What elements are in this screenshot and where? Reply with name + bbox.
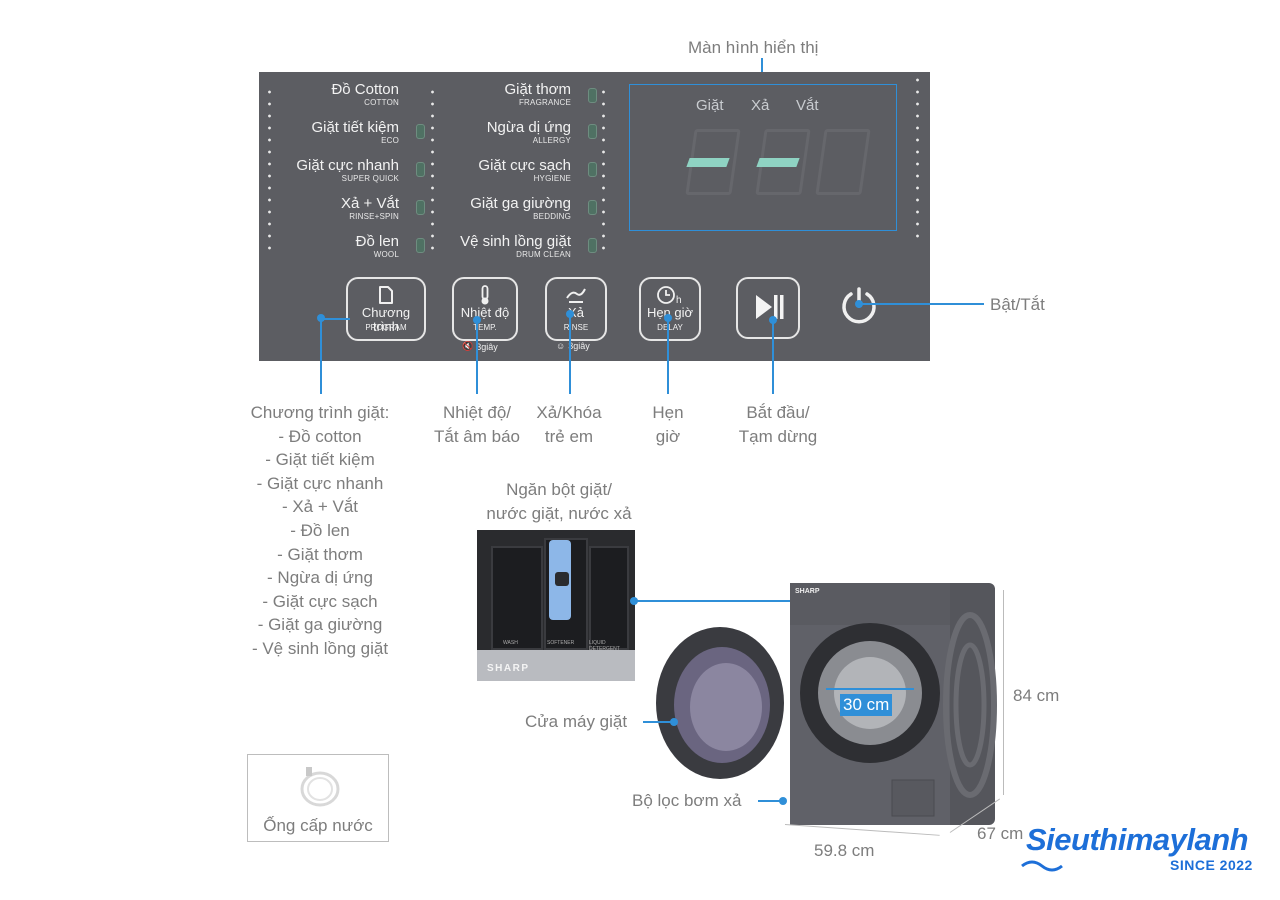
dot-column-right bbox=[602, 86, 605, 251]
display-digit-ghost bbox=[815, 129, 871, 195]
height-dimension-label: 84 cm bbox=[1013, 686, 1060, 705]
temp-callout-label: Nhiệt độ/Tắt âm báo bbox=[434, 403, 520, 446]
document-icon bbox=[379, 286, 393, 304]
list-item: - Giặt tiết kiệm bbox=[265, 450, 375, 470]
svg-text:h: h bbox=[676, 295, 682, 306]
mute-icon: 🔇 bbox=[462, 341, 474, 351]
power-callout-line bbox=[862, 303, 984, 305]
start-callout-label: Bắt đầu/Tạm dừng bbox=[738, 403, 818, 446]
list-item: - Giặt cực sạch bbox=[262, 591, 378, 611]
power-callout-dot bbox=[855, 300, 863, 308]
led-indicator bbox=[588, 162, 597, 177]
filter-callout-dot bbox=[779, 797, 787, 805]
detergent-drawer-photo: SHARP WASH SOFTENER LIQUID DETERGENT bbox=[477, 530, 635, 681]
program-callout-line bbox=[320, 318, 322, 394]
delay-callout-line bbox=[667, 318, 669, 394]
digital-display: Giặt Xả Vắt bbox=[629, 84, 897, 231]
list-item: - Giặt cực nhanh bbox=[256, 473, 384, 493]
filter-callout-label: Bộ lọc bơm xả bbox=[632, 791, 742, 810]
door-callout-dot bbox=[670, 718, 678, 726]
led-indicator bbox=[588, 124, 597, 139]
drawer-label-softener: SOFTENER bbox=[547, 640, 575, 646]
display-mode-wash: Giặt bbox=[696, 97, 724, 114]
dot-column-far-right bbox=[916, 74, 919, 239]
display-callout-line bbox=[761, 58, 763, 84]
list-item: - Vệ sinh lồng giặt bbox=[251, 638, 389, 658]
power-callout-label: Bật/Tắt bbox=[990, 295, 1045, 314]
display-segment bbox=[686, 158, 730, 167]
drawer-callout-line bbox=[634, 600, 794, 602]
list-item: - Xả + Vắt bbox=[281, 497, 359, 517]
dot-column-mid bbox=[431, 86, 434, 251]
rinse-callout-line bbox=[569, 314, 571, 394]
led-indicator bbox=[588, 200, 597, 215]
temp-callout-line bbox=[476, 320, 478, 394]
list-item: - Đồ cotton bbox=[278, 426, 362, 446]
door-dimension-line bbox=[826, 688, 914, 690]
drawer-logo: SHARP bbox=[487, 663, 530, 674]
led-indicator bbox=[588, 88, 597, 103]
child-lock-hint: ☺3giây bbox=[556, 341, 590, 351]
hose-label: Ống cấp nước bbox=[263, 816, 373, 835]
brand-wave-logo bbox=[1021, 860, 1063, 872]
mute-hint: 🔇3giây bbox=[462, 341, 498, 352]
rinse-icon bbox=[566, 288, 586, 303]
play-pause-icon bbox=[756, 295, 784, 319]
door-callout-line bbox=[643, 721, 673, 723]
led-indicator bbox=[416, 124, 425, 139]
start-pause-button[interactable] bbox=[736, 277, 800, 339]
program-callout-title: Chương trình giặt: bbox=[250, 403, 390, 422]
water-hose-box: Ống cấp nước bbox=[247, 754, 389, 842]
display-callout-label: Màn hình hiển thị bbox=[688, 38, 819, 57]
panel-logo: SHARP bbox=[795, 588, 820, 595]
led-indicator bbox=[416, 238, 425, 253]
drawer-callout-label: Ngăn bột giặt/nước giặt, nước xả bbox=[486, 480, 632, 523]
program-callout-list: Chương trình giặt: - Đồ cotton - Giặt ti… bbox=[230, 401, 410, 661]
thermometer-icon bbox=[481, 285, 489, 305]
filter-callout-line bbox=[758, 800, 782, 802]
width-dimension-label: 59.8 cm bbox=[814, 841, 875, 860]
drawer-label-liquid: LIQUID DETERGENT bbox=[589, 640, 620, 652]
display-mode-rinse: Xả bbox=[751, 97, 770, 114]
depth-dimension-label: 67 cm bbox=[977, 824, 1024, 843]
display-mode-spin: Vắt bbox=[796, 97, 819, 114]
list-item: - Đồ len bbox=[290, 520, 350, 540]
child-lock-icon: ☺ bbox=[556, 341, 566, 351]
list-item: - Giặt thơm bbox=[277, 544, 363, 564]
led-indicator bbox=[416, 200, 425, 215]
hose-icon bbox=[300, 767, 340, 807]
list-item: - Giặt ga giường bbox=[257, 615, 383, 635]
program-callout-line bbox=[320, 318, 350, 320]
led-indicator bbox=[588, 238, 597, 253]
dot-column-left bbox=[268, 86, 271, 251]
start-callout-line bbox=[772, 320, 774, 394]
watermark-since: SINCE 2022 bbox=[1170, 857, 1253, 873]
drawer-label-wash: WASH bbox=[503, 640, 518, 646]
door-dimension-label: 30 cm bbox=[840, 694, 893, 716]
led-indicator bbox=[416, 162, 425, 177]
watermark-name: Sieuthimaylanh bbox=[1026, 822, 1249, 857]
door-callout-label: Cửa máy giặt bbox=[525, 712, 628, 731]
list-item: - Ngừa dị ứng bbox=[267, 568, 373, 588]
display-segment bbox=[756, 158, 800, 167]
height-dimension-line bbox=[1003, 590, 1004, 795]
clock-icon: h bbox=[657, 286, 682, 306]
